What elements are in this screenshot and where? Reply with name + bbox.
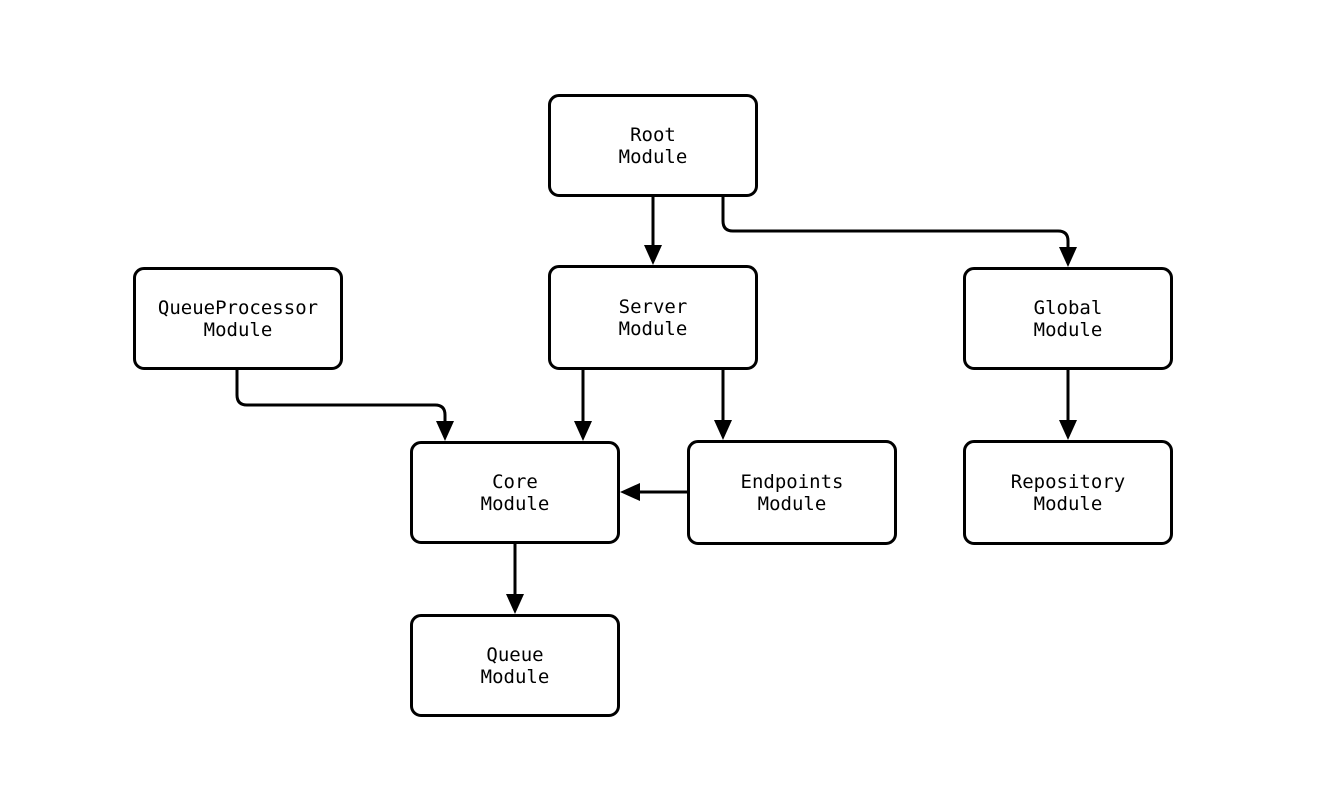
node-endpoints-module-label: Endpoints Module xyxy=(740,470,844,515)
node-queue-module-label: Queue Module xyxy=(480,643,550,688)
node-global-module[interactable]: Global Module xyxy=(963,267,1173,370)
arrowhead-core-to-queue xyxy=(506,594,524,614)
node-root-module[interactable]: Root Module xyxy=(548,94,758,197)
node-queueprocessor-module[interactable]: QueueProcessor Module xyxy=(133,267,343,370)
arrowhead-queueprocessor-to-core xyxy=(436,421,454,441)
node-core-module-label: Core Module xyxy=(480,470,550,515)
node-repository-module[interactable]: Repository Module xyxy=(963,440,1173,545)
arrowhead-root-to-server xyxy=(644,245,662,265)
node-queueprocessor-module-label: QueueProcessor Module xyxy=(157,296,319,341)
node-queue-module[interactable]: Queue Module xyxy=(410,614,620,717)
arrowhead-server-to-core xyxy=(574,421,592,441)
arrowhead-root-to-global xyxy=(1059,247,1077,267)
node-server-module[interactable]: Server Module xyxy=(548,265,758,370)
arrowhead-server-to-endpoints xyxy=(714,420,732,440)
node-root-module-label: Root Module xyxy=(618,123,688,168)
node-server-module-label: Server Module xyxy=(618,295,688,340)
edge-queueprocessor-to-core xyxy=(235,370,447,424)
node-global-module-label: Global Module xyxy=(1033,296,1103,341)
node-repository-module-label: Repository Module xyxy=(1010,470,1126,515)
node-endpoints-module[interactable]: Endpoints Module xyxy=(687,440,897,545)
edge-root-to-global xyxy=(721,197,1070,250)
arrowhead-global-to-repository xyxy=(1059,420,1077,440)
node-core-module[interactable]: Core Module xyxy=(410,441,620,544)
arrowhead-endpoints-to-core xyxy=(620,483,640,501)
